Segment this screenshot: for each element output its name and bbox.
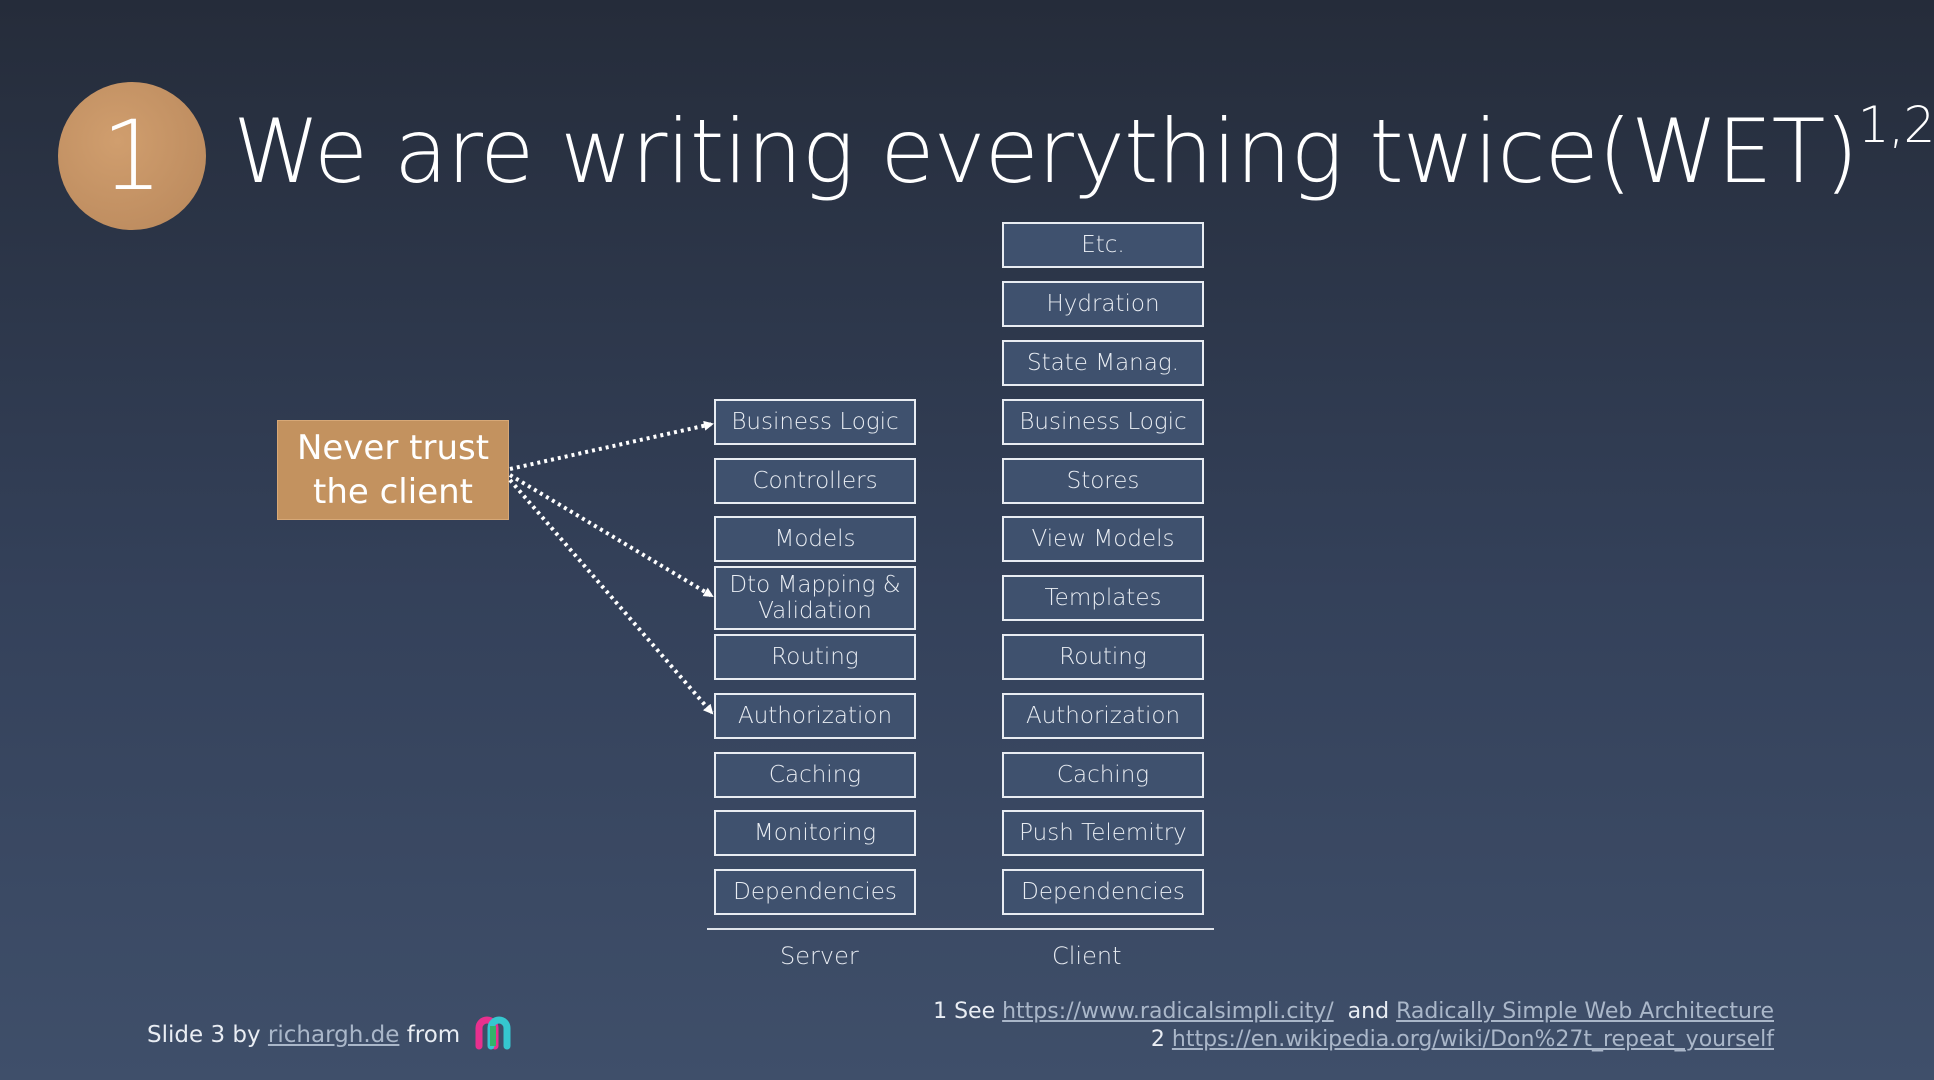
never-trust-callout: Never trust the client	[277, 420, 509, 520]
server-box-controllers: Controllers	[714, 458, 916, 504]
attribution-suffix: from	[406, 1022, 461, 1048]
client-box-view-models: View Models	[1002, 516, 1204, 562]
client-label: Client	[1052, 942, 1122, 970]
server-box-authorization: Authorization	[714, 693, 916, 739]
wikipedia-dry-link[interactable]: https://en.wikipedia.org/wiki/Don%27t_re…	[1171, 1027, 1774, 1052]
attribution-prefix: Slide 3 by	[147, 1022, 261, 1048]
client-box-dependencies: Dependencies	[1002, 869, 1204, 915]
slide-title-text: We are writing everything twice(WET)	[233, 100, 1859, 203]
server-box-caching: Caching	[714, 752, 916, 798]
server-box-routing: Routing	[714, 634, 916, 680]
callout-line-1: Never trust	[296, 428, 490, 468]
footnote-2: 2 https://en.wikipedia.org/wiki/Don%27t_…	[1150, 1027, 1774, 1052]
server-box-models: Models	[714, 516, 916, 562]
client-box-hydration: Hydration	[1002, 281, 1204, 327]
footnote-1: 1 See https://www.radicalsimpli.city/ an…	[933, 999, 1774, 1024]
footnotes: 1 See https://www.radicalsimpli.city/ an…	[933, 998, 1774, 1054]
server-box-dependencies: Dependencies	[714, 869, 916, 915]
slide-title: We are writing everything twice(WET)1,2	[233, 96, 1934, 203]
client-box-push-telemetry: Push Telemitry	[1002, 810, 1204, 856]
server-box-business-logic: Business Logic	[714, 399, 916, 445]
client-box-routing: Routing	[1002, 634, 1204, 680]
server-box-monitoring: Monitoring	[714, 810, 916, 856]
arrow-to-dto-mapping	[508, 473, 714, 598]
server-label: Server	[780, 942, 859, 970]
author-link[interactable]: richargh.de	[267, 1022, 400, 1048]
radicalsimplicity-link[interactable]: https://www.radicalsimpli.city/	[1002, 999, 1334, 1024]
slide-attribution: Slide 3 by richargh.de from	[147, 1016, 511, 1054]
client-box-authorization: Authorization	[1002, 693, 1204, 739]
client-box-stores: Stores	[1002, 458, 1204, 504]
server-box-dto-mapping: Dto Mapping & Validation	[714, 566, 916, 630]
client-box-business-logic: Business Logic	[1002, 399, 1204, 445]
arrow-to-business-logic	[509, 420, 714, 471]
callout-line-2: the client	[313, 472, 473, 512]
slide-number-badge: 1	[58, 82, 206, 230]
baseline-divider	[707, 928, 1214, 930]
title-footnote-refs: 1,2	[1857, 95, 1934, 154]
client-box-templates: Templates	[1002, 575, 1204, 621]
client-box-state-management: State Manag.	[1002, 340, 1204, 386]
client-box-caching: Caching	[1002, 752, 1204, 798]
radically-simple-web-architecture-link[interactable]: Radically Simple Web Architecture	[1396, 999, 1774, 1024]
brand-logo-icon	[475, 1016, 511, 1054]
slide-number: 1	[101, 100, 163, 212]
client-box-etc: Etc.	[1002, 222, 1204, 268]
arrow-to-authorization	[508, 478, 714, 715]
